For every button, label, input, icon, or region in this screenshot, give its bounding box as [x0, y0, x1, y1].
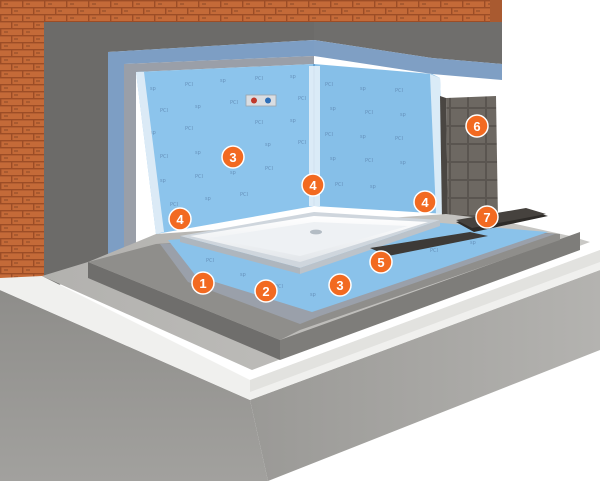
callout-circle — [254, 279, 278, 303]
callout-number: 6 — [473, 119, 480, 134]
callout-circle — [413, 190, 437, 214]
tile-adhesive-bed — [370, 232, 488, 256]
callout-circle — [328, 273, 352, 297]
svg-text:PCI: PCI — [298, 140, 306, 146]
svg-text:sp: sp — [150, 130, 156, 136]
concrete-slab-side — [250, 270, 600, 481]
svg-text:PCI: PCI — [335, 182, 343, 188]
svg-text:PCI: PCI — [365, 158, 373, 164]
callout-number: 4 — [421, 195, 429, 210]
callout-badges: 1 2 3 3 4 4 4 5 6 7 — [168, 114, 499, 303]
svg-text:sp: sp — [470, 240, 476, 246]
svg-text:sp: sp — [400, 112, 406, 118]
primer-layer-left — [108, 40, 314, 262]
sealing-tape-corner-left — [136, 72, 164, 234]
svg-text:PCI: PCI — [325, 82, 333, 88]
insulation-layer-edge — [250, 250, 600, 392]
callout-number: 4 — [176, 212, 184, 227]
callout-badge-c4c: 4 — [413, 190, 437, 214]
callout-circle — [465, 114, 489, 138]
svg-text:sp: sp — [240, 272, 246, 278]
svg-text:PCI: PCI — [240, 192, 248, 198]
svg-text:sp: sp — [330, 156, 336, 162]
callout-number: 4 — [309, 178, 317, 193]
brick-wall-right — [314, 0, 502, 22]
svg-text:PCI: PCI — [430, 248, 438, 254]
svg-text:sp: sp — [205, 196, 211, 202]
svg-text:PCI: PCI — [365, 110, 373, 116]
callout-circle — [191, 271, 215, 295]
svg-text:PCI: PCI — [195, 174, 203, 180]
svg-text:sp: sp — [400, 160, 406, 166]
svg-text:sp: sp — [195, 150, 201, 156]
callout-number: 1 — [199, 276, 206, 291]
svg-text:sp: sp — [220, 78, 226, 84]
floor-membrane-print: PCI sp PCI sp PCI sp — [206, 240, 476, 298]
svg-text:sp: sp — [290, 118, 296, 124]
screed-front-edge — [88, 262, 280, 360]
tiled-wall-section — [446, 96, 498, 222]
callout-badge-c4a: 4 — [168, 207, 192, 231]
membrane-wall-right — [314, 64, 446, 214]
primer-layer-right — [314, 40, 502, 80]
shower-tray — [180, 212, 440, 274]
svg-text:PCI: PCI — [160, 154, 168, 160]
callout-badge-c7: 7 — [475, 205, 499, 229]
callout-badge-c5: 5 — [369, 250, 393, 274]
callout-number: 5 — [377, 255, 384, 270]
svg-text:PCI: PCI — [185, 126, 193, 132]
callout-circle — [221, 145, 245, 169]
svg-text:PCI: PCI — [395, 136, 403, 142]
svg-text:PCI: PCI — [255, 76, 263, 82]
svg-text:PCI: PCI — [255, 120, 263, 126]
svg-text:sp: sp — [150, 86, 156, 92]
callout-badge-c1: 1 — [191, 271, 215, 295]
svg-text:sp: sp — [360, 86, 366, 92]
svg-text:PCI: PCI — [395, 88, 403, 94]
svg-text:sp: sp — [160, 178, 166, 184]
svg-text:PCI: PCI — [325, 132, 333, 138]
callout-badge-c4b: 4 — [301, 173, 325, 197]
svg-text:PCI: PCI — [170, 202, 178, 208]
svg-text:PCI: PCI — [298, 96, 306, 102]
brick-wall-left — [0, 0, 314, 292]
callout-number: 3 — [336, 278, 343, 293]
svg-text:PCI: PCI — [185, 82, 193, 88]
svg-text:sp: sp — [360, 134, 366, 140]
svg-text:sp: sp — [230, 170, 236, 176]
svg-text:sp: sp — [195, 104, 201, 110]
callout-badge-c3b: 3 — [328, 273, 352, 297]
render-layer-left — [44, 22, 314, 292]
callout-badge-c3a: 3 — [221, 145, 245, 169]
svg-text:PCI: PCI — [206, 258, 214, 264]
concrete-slab-front — [0, 290, 268, 481]
render-layer-right — [314, 22, 502, 64]
svg-text:sp: sp — [265, 142, 271, 148]
callout-circle — [475, 205, 499, 229]
svg-text:sp: sp — [310, 292, 316, 298]
callout-circle — [369, 250, 393, 274]
tiled-wall-edge — [440, 96, 448, 222]
callout-circle — [168, 207, 192, 231]
callout-number: 7 — [483, 210, 490, 225]
svg-text:sp: sp — [290, 74, 296, 80]
callout-badge-c2: 2 — [254, 279, 278, 303]
brick-wall-right-edge — [490, 0, 502, 22]
callout-badge-c6: 6 — [465, 114, 489, 138]
svg-text:PCI: PCI — [265, 166, 273, 172]
callout-number: 3 — [229, 150, 236, 165]
svg-text:PCI: PCI — [275, 284, 283, 290]
svg-text:PCI: PCI — [160, 108, 168, 114]
pipe-outlet — [245, 94, 277, 107]
callout-number: 2 — [262, 284, 269, 299]
svg-text:PCI: PCI — [230, 100, 238, 106]
svg-text:sp: sp — [330, 106, 336, 112]
screed-side-edge — [280, 232, 580, 360]
callout-circle — [301, 173, 325, 197]
sealing-tape-corner-center — [309, 66, 320, 206]
svg-text:sp: sp — [370, 184, 376, 190]
